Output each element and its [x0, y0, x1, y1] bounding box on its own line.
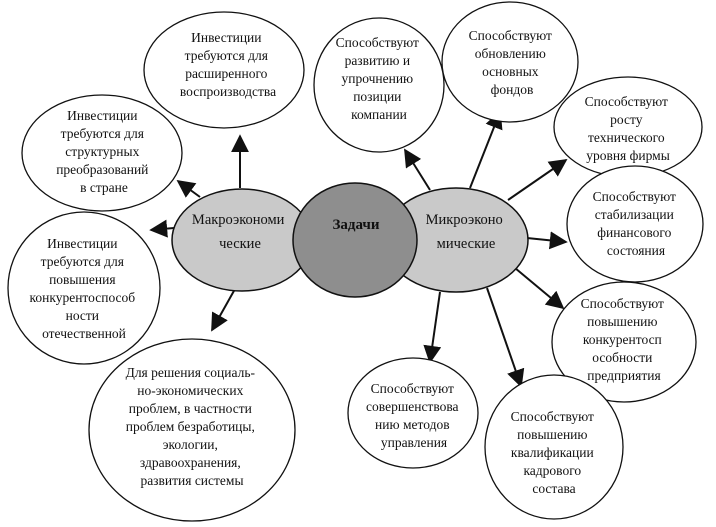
- micro-label-line-1: Микроэконо: [426, 212, 503, 228]
- macro-goal-2-line: преобразований: [56, 162, 148, 177]
- macro-goal-4-line: экологии,: [163, 437, 218, 452]
- micro-goals: Способствуют развитию и упрочнению позиц…: [313, 1, 704, 520]
- macro-label-line-2: ческие: [219, 236, 261, 252]
- macro-goal-2-line: структурных: [65, 144, 139, 159]
- micro-label: Микроэконо мические: [426, 212, 507, 252]
- micro-goal-1-line: развитию и: [345, 53, 410, 68]
- micro-goal-3-line: Способствуют: [585, 94, 668, 109]
- arrow-to-macro-goal-3: [149, 219, 175, 238]
- arrow-to-micro-goal-1: [404, 148, 431, 191]
- micro-label-line-2: мические: [437, 236, 496, 252]
- macro-goal-4-line: проблем, в частности: [129, 401, 252, 416]
- arrow-to-micro-goal-7: [423, 291, 442, 364]
- micro-goal-6-line: повышению: [517, 427, 587, 442]
- micro-goal-2-line: Способствуют: [469, 28, 552, 43]
- micro-goal-1-text: Способствуют развитию и упрочнению позиц…: [336, 35, 423, 122]
- arrows: [149, 110, 568, 388]
- micro-goal-6-line: квалификации: [511, 445, 594, 460]
- macro-goal-3-line: Инвестиции: [47, 236, 117, 251]
- macro-goal-2-line: Инвестиции: [67, 108, 137, 123]
- macro-goal-1-line: Инвестиции: [191, 30, 261, 45]
- micro-goal-3-line: технического: [588, 130, 665, 145]
- core: Макроэкономи ческие Микроэконо мические …: [171, 182, 529, 298]
- arrow-to-micro-goal-5: [514, 267, 565, 310]
- micro-goal-6-line: Способствуют: [511, 409, 594, 424]
- micro-goal-6-line: кадрового: [523, 463, 581, 478]
- micro-goal-1-line: Способствуют: [336, 35, 419, 50]
- macro-goal-3-line: требуются для: [41, 254, 124, 269]
- micro-goal-2-line: фондов: [491, 82, 534, 97]
- center-ellipse: [292, 182, 418, 298]
- micro-goal-6-circle: [484, 374, 624, 520]
- micro-goal-2-text: Способствуют обновлению основных фондов: [469, 28, 556, 97]
- micro-goal-1-circle: [313, 17, 445, 153]
- micro-goal-7-line: управления: [381, 435, 447, 450]
- arrow-to-macro-goal-4: [211, 288, 236, 332]
- micro-goal-2-line: обновлению: [475, 46, 546, 61]
- micro-goal-2-circle: [441, 1, 579, 123]
- macro-label: Макроэкономи ческие: [192, 212, 288, 252]
- micro-goal-6-line: состава: [532, 481, 575, 496]
- macro-goal-2-text: Инвестиции требуются для структурных пре…: [56, 108, 152, 195]
- arrow-to-micro-goal-2: [469, 110, 503, 189]
- micro-goal-7-text: Способствуют совершенствова нию методов …: [366, 381, 462, 450]
- macro-goal-2-line: требуются для: [61, 126, 144, 141]
- micro-goal-1-line: упрочнению: [341, 71, 413, 86]
- macro-goals: Инвестиции требуются для расширенного во…: [7, 11, 305, 522]
- micro-goal-5-line: конкурентосп: [583, 332, 662, 347]
- arrow-to-micro-goal-4: [526, 231, 568, 250]
- micro-goal-5-line: Способствуют: [581, 296, 664, 311]
- arrow-to-micro-goal-6: [486, 287, 525, 388]
- micro-goal-4-line: Способствуют: [593, 189, 676, 204]
- macro-goal-3-line: отечественной: [42, 326, 126, 341]
- micro-goal-7-circle: [347, 357, 479, 469]
- micro-goal-4-line: состояния: [607, 243, 665, 258]
- center-label: Задачи: [332, 217, 379, 233]
- micro-goal-3-line: уровня фирмы: [586, 148, 670, 163]
- micro-goal-4-line: финансового: [597, 225, 671, 240]
- micro-goal-1-line: позиции: [353, 89, 401, 104]
- macro-goal-1-line: расширенного: [185, 66, 267, 81]
- arrow-to-micro-goal-3: [507, 158, 568, 201]
- micro-goal-3-text: Способствуют росту технического уровня ф…: [585, 94, 672, 163]
- macro-goal-4-circle: [88, 338, 296, 522]
- arrow-to-macro-goal-2: [176, 179, 201, 198]
- macro-goal-3-line: конкурентоспособ: [29, 290, 135, 305]
- micro-goal-4-circle: [566, 165, 704, 283]
- macro-goal-1-line: воспроизводства: [180, 84, 276, 99]
- macro-goal-3-line: повышения: [49, 272, 115, 287]
- macro-goal-4-text: Для решения социаль- но-экономических пр…: [126, 365, 259, 488]
- micro-goal-4-text: Способствуют стабилизации финансового со…: [593, 189, 680, 258]
- micro-goal-1-line: компании: [351, 107, 407, 122]
- macro-goal-3-line: ности: [66, 308, 99, 323]
- micro-goal-4-line: стабилизации: [595, 207, 674, 222]
- macro-goal-2-circle: [21, 94, 183, 212]
- micro-goal-5-text: Способствуют повышению конкурентосп особ…: [581, 296, 668, 383]
- macro-goal-3-text: Инвестиции требуются для повышения конку…: [29, 236, 138, 341]
- micro-goal-6-text: Способствуют повышению квалификации кадр…: [511, 409, 598, 496]
- macro-goal-1-line: требуются для: [185, 48, 268, 63]
- macro-goal-4-line: здравоохранения,: [140, 455, 241, 470]
- macro-goal-2-line: в стране: [80, 180, 128, 195]
- micro-goal-5-line: особности: [592, 350, 652, 365]
- micro-goal-7-line: совершенствова: [366, 399, 459, 414]
- macro-label-line-1: Макроэкономи: [192, 212, 285, 228]
- macro-goal-4-line: развития системы: [140, 473, 243, 488]
- micro-goal-2-line: основных: [482, 64, 539, 79]
- macro-goal-4-line: проблем безработицы,: [126, 419, 255, 434]
- micro-goal-7-line: Способствуют: [371, 381, 454, 396]
- macro-goal-3-circle: [7, 211, 161, 365]
- micro-goal-7-line: нию методов: [375, 417, 450, 432]
- micro-goal-5-line: повышению: [587, 314, 657, 329]
- micro-goal-3-line: росту: [610, 112, 643, 127]
- micro-goal-5-line: предприятия: [587, 368, 660, 383]
- macro-goal-4-line: но-экономических: [137, 383, 243, 398]
- macro-goal-4-line: Для решения социаль-: [126, 365, 256, 380]
- macro-goal-1-circle: [143, 11, 305, 129]
- micro-goal-5-circle: [551, 281, 697, 403]
- macro-goal-1-text: Инвестиции требуются для расширенного во…: [180, 30, 276, 99]
